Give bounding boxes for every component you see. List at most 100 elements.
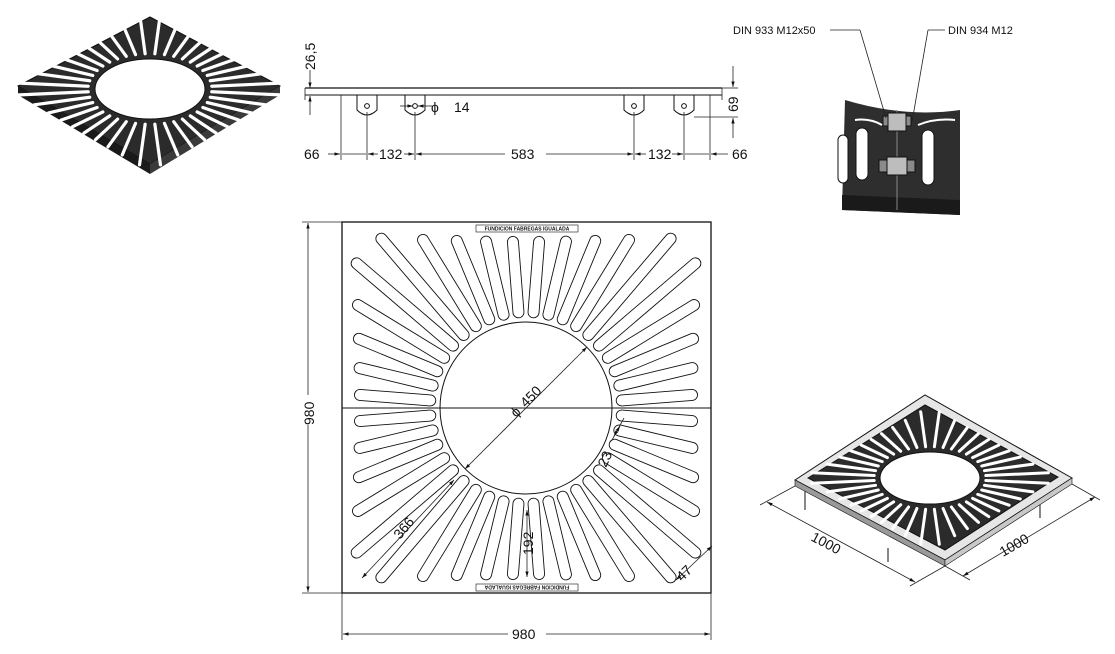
grate-slot <box>903 418 919 450</box>
iso-right-label: 1000 <box>997 530 1032 560</box>
grate-slot <box>869 437 896 456</box>
grate-slot <box>353 332 444 378</box>
height-dim-label: 26,5 <box>302 43 318 70</box>
grate-slot <box>971 443 1001 460</box>
svg-text:ϕ: ϕ <box>507 403 524 420</box>
grate-slot <box>932 410 941 449</box>
spacing-dim-3: 583 <box>511 146 535 162</box>
grate-slot <box>608 438 699 484</box>
grate-slot <box>137 11 147 56</box>
grate-slot <box>353 438 444 484</box>
grate-slot <box>205 63 254 78</box>
grate-slot <box>201 56 241 73</box>
grate-slot <box>195 49 230 68</box>
grate-slot <box>162 121 180 157</box>
grate-slot <box>879 432 903 453</box>
grate-slot <box>984 478 1050 485</box>
grate-slot <box>941 418 957 450</box>
grate-slot <box>582 475 677 584</box>
grate-slot <box>957 432 981 453</box>
grate-slot <box>417 233 482 333</box>
grate-slot <box>82 114 112 135</box>
grate-slot <box>120 21 138 57</box>
grate-slot <box>162 21 180 57</box>
grate-slot <box>570 483 635 583</box>
grate-slot <box>106 120 128 149</box>
grate-slot <box>120 121 138 157</box>
spacing-dim-1: 66 <box>304 146 320 162</box>
grate-slot <box>480 235 510 321</box>
grate-slot <box>180 117 207 142</box>
grate-slot <box>838 455 880 468</box>
grate-slot <box>46 63 95 78</box>
grate-slot <box>964 437 991 456</box>
bolt-spec-label: DIN 933 M12x50 <box>733 25 816 37</box>
grate-slot <box>838 488 880 501</box>
grate-slot <box>180 36 207 61</box>
grate-slot <box>210 81 285 88</box>
grate-slot <box>354 409 437 428</box>
grate-slot <box>188 114 218 135</box>
nut-spec-label: DIN 934 M12 <box>948 25 1013 37</box>
grate-slot <box>891 425 911 451</box>
grate-slot <box>556 490 602 581</box>
grate-slot <box>201 105 241 122</box>
grate-slot <box>582 232 677 341</box>
grate-slot <box>205 100 254 115</box>
grate-slot <box>480 495 510 581</box>
grate-slot <box>976 449 1011 464</box>
foundry-text-top: FUNDICION FABREGAS IGUALADA <box>485 227 570 233</box>
grate-slot <box>70 49 105 68</box>
grate-slot <box>527 236 546 319</box>
grate-slot <box>59 56 99 73</box>
grate-slot <box>810 471 876 478</box>
grate-slot <box>153 11 163 56</box>
grate-slot <box>615 388 698 407</box>
grate-slot <box>32 95 92 107</box>
grate-slot <box>859 443 889 460</box>
grate-slot <box>982 483 1035 494</box>
grate-slot <box>542 495 572 581</box>
circle-dim-label: 450 <box>517 382 545 410</box>
grate-slot <box>615 409 698 428</box>
plan-width-label: 980 <box>512 626 536 642</box>
grate-slot <box>982 462 1035 473</box>
grate-slot <box>172 120 194 149</box>
grate-slot <box>153 122 163 167</box>
grate-slot <box>188 43 218 64</box>
grate-iso-view: 1000 1000 <box>759 394 1101 587</box>
grate-slot <box>172 29 194 58</box>
grate-slot <box>93 36 120 61</box>
grate-slot <box>527 497 546 580</box>
grate-slot <box>984 471 1050 478</box>
spacing-dim-5: 66 <box>732 146 748 162</box>
spacing-dim-2: 132 <box>379 146 403 162</box>
grate-slot <box>825 483 878 494</box>
grate-slot <box>46 100 95 115</box>
plan-height-label: 980 <box>301 401 317 425</box>
grate-slot <box>593 257 702 352</box>
grate-slot <box>601 452 701 517</box>
grate-slot <box>919 410 928 449</box>
grate-slot <box>82 43 112 64</box>
grate-slot <box>353 362 439 392</box>
grate-slot <box>613 362 699 392</box>
short-slot-label: 192 <box>520 531 536 555</box>
bolt-detail: DIN 933 M12x50 DIN 934 M12 <box>733 25 1013 215</box>
grate-slot <box>980 455 1022 468</box>
grate-slot <box>941 506 957 538</box>
grate-slot <box>849 449 884 464</box>
grate-thumbnail <box>15 11 285 174</box>
grate-slot <box>608 332 699 378</box>
slot-width-label: 23 <box>594 448 615 469</box>
grate-slot <box>70 110 105 129</box>
grate-slot <box>506 497 525 580</box>
grate-slot <box>59 105 99 122</box>
grate-slot <box>351 299 451 364</box>
grate-slot <box>208 95 268 107</box>
grate-slot <box>949 425 969 451</box>
grate-slot <box>15 90 90 97</box>
grate-slot <box>137 122 147 167</box>
side-view: ϕ 14 26,5 69 66 132 583 132 66 <box>302 43 748 162</box>
